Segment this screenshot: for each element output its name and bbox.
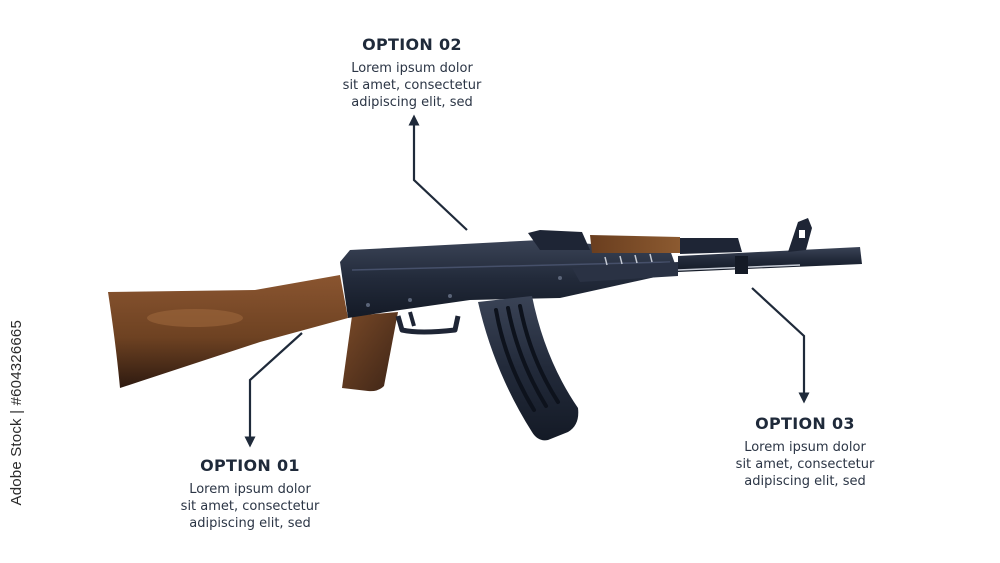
option-02-line-3: adipiscing elit, sed [351,95,473,110]
option-02-line-2: sit amet, consectetur [342,78,482,93]
option-02-title: OPTION 02 [362,35,462,54]
connector-option-03 [751,287,810,404]
option-03-line-3: adipiscing elit, sed [744,474,866,489]
option-03-line-1: Lorem ipsum dolor [744,440,866,455]
connector-option-01 [244,332,303,448]
magazine-ribs [494,304,560,412]
trigger-guard [395,315,461,335]
handguard-vents [604,253,653,266]
barrel-band [735,256,748,274]
rifle-stock [108,275,348,388]
upper-handguard [590,235,680,253]
lower-handguard [572,262,678,282]
option-03-line-2: sit amet, consectetur [735,457,875,472]
option-01-label: OPTION 01 Lorem ipsum dolor sit amet, co… [140,456,360,532]
stock-watermark: Adobe Stock | #604326665 [8,320,25,506]
receiver-line [351,261,671,271]
option-01-line-2: sit amet, consectetur [180,499,320,514]
option-03-label: OPTION 03 Lorem ipsum dolor sit amet, co… [695,414,915,490]
option-03-title: OPTION 03 [755,414,855,433]
gas-tube [680,238,742,254]
option-01-title: OPTION 01 [200,456,300,475]
rifle-barrel [678,247,862,272]
option-01-line-3: adipiscing elit, sed [189,516,311,531]
option-02-label: OPTION 02 Lorem ipsum dolor sit amet, co… [302,35,522,111]
rifle-receiver [340,240,678,318]
receiver-rivets [366,276,562,307]
stock-highlight [147,309,243,327]
rear-sight [528,230,590,250]
connector-option-02 [408,114,468,231]
option-01-line-1: Lorem ipsum dolor [189,482,311,497]
trigger [408,311,416,327]
option-02-line-1: Lorem ipsum dolor [351,61,473,76]
front-sight-hole [799,230,805,238]
rifle-grip [342,312,398,392]
